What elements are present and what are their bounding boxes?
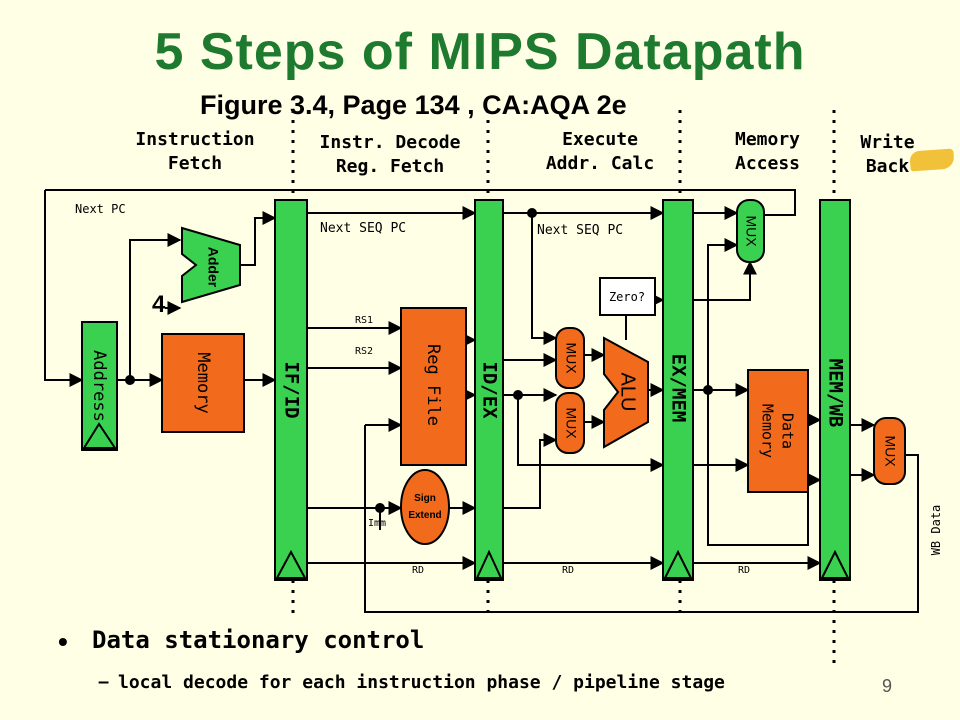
register-file: Reg File: [400, 307, 467, 466]
adder-unit: Adder: [181, 226, 241, 304]
alu-mux-b: MUX: [555, 392, 585, 454]
next-seq-pc-label-1: Next SEQ PC: [320, 221, 406, 236]
junction: [703, 385, 713, 395]
junction-dots: [125, 208, 713, 513]
alu-mux-a-label: MUX: [563, 342, 579, 374]
data-label: Data: [779, 413, 797, 449]
junction: [513, 390, 523, 400]
bullet-text: Data stationary control: [92, 626, 425, 654]
next-pc-label: Next PC: [75, 202, 126, 216]
wire-pc-to-mux: [531, 213, 558, 345]
id-ex-label: ID/EX: [479, 361, 501, 419]
mem-wb-register: MEM/WB: [819, 199, 851, 581]
instruction-memory: Memory: [161, 333, 245, 433]
wb-mux: MUX: [873, 417, 906, 485]
rd-label-1: RD: [412, 565, 424, 576]
reg-file-label: Reg File: [423, 344, 443, 426]
if-id-register: IF/ID: [274, 199, 308, 581]
sub-bullet-dash: –: [98, 671, 110, 693]
pc-mux: MUX: [736, 199, 765, 263]
page-number: 9: [882, 676, 893, 696]
wire-adder-out: [240, 211, 277, 266]
data-memory-label: Memory: [759, 404, 777, 458]
sub-bullet-text: local decode for each instruction phase …: [118, 672, 725, 693]
wire-alu-to-pcmux: [707, 238, 739, 390]
alu-unit: ALU: [603, 336, 649, 449]
wire-imm-to-mux: [503, 433, 558, 509]
memory-label: Memory: [193, 352, 213, 413]
adder-label: Adder: [205, 247, 221, 288]
slide-subtitle: Figure 3.4, Page 134 , CA:AQA 2e: [200, 90, 627, 120]
bullet-point: •: [58, 626, 68, 657]
data-memory: Data Memory: [747, 369, 809, 493]
alu-label: ALU: [617, 373, 639, 412]
alu-mux-a: MUX: [555, 327, 585, 389]
rd-label-2: RD: [562, 565, 574, 576]
imm-label: Imm: [368, 518, 386, 529]
wire-next-pc: [45, 189, 796, 216]
junction: [125, 375, 135, 385]
sign-label: Sign: [414, 493, 436, 504]
wb-data-label: WB Data: [929, 505, 943, 556]
junction: [527, 208, 537, 218]
wire-b-to-exmem: [517, 395, 665, 472]
slide-title: 5 Steps of MIPS Datapath: [154, 23, 806, 81]
wire-wb-data: [364, 454, 919, 613]
wire-zero-to-mux: [693, 260, 757, 301]
address-label: Address: [89, 350, 109, 422]
rs2-label: RS2: [355, 346, 373, 357]
mem-wb-label: MEM/WB: [825, 359, 847, 428]
id-ex-register: ID/EX: [474, 199, 504, 581]
pc-mux-label: MUX: [743, 215, 759, 247]
wb-mux-label: MUX: [882, 435, 898, 467]
ex-mem-register: EX/MEM: [662, 199, 694, 581]
wires: [44, 189, 919, 613]
zero-label: Zero?: [609, 290, 645, 304]
alu-mux-b-label: MUX: [563, 407, 579, 439]
wire-alu-to-memwb: [707, 390, 822, 546]
sign-extend-unit: Sign Extend: [400, 469, 450, 545]
junction: [375, 503, 385, 513]
wire-pc-in: [44, 190, 84, 387]
zero-detect: Zero?: [599, 277, 656, 316]
if-id-label: IF/ID: [281, 361, 303, 418]
rd-label-3: RD: [738, 565, 750, 576]
extend-label: Extend: [408, 510, 441, 521]
constant-four: 4: [152, 291, 166, 318]
signal-labels: Next PC Next SEQ PC Next SEQ PC RS1 RS2 …: [75, 202, 943, 576]
rs1-label: RS1: [355, 315, 373, 326]
ex-mem-label: EX/MEM: [668, 354, 690, 423]
next-seq-pc-label-2: Next SEQ PC: [537, 223, 623, 238]
wire-pc-to-adder: [129, 233, 182, 380]
pc-register: Address: [81, 321, 118, 451]
